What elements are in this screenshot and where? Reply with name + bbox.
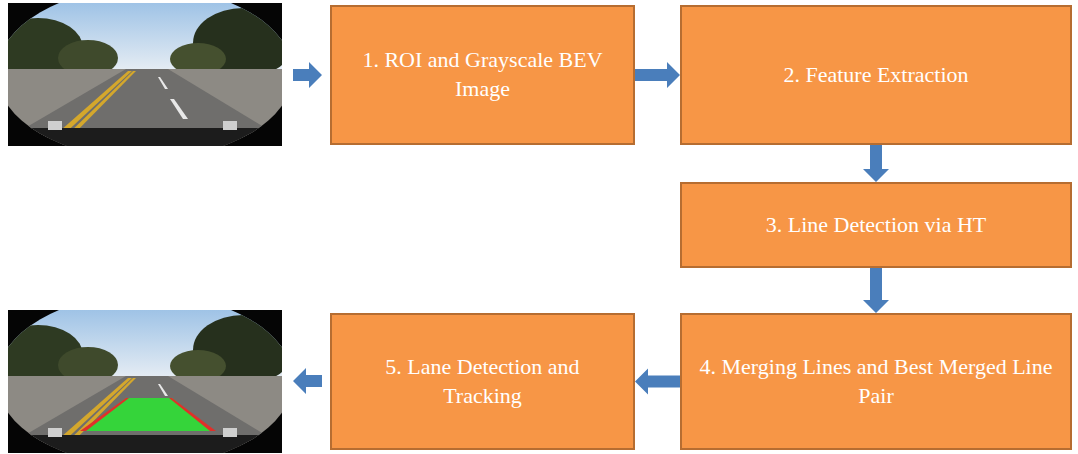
lane-overlay [82,398,214,431]
road-photo [0,3,293,149]
process-box: 4. Merging Lines and Best Merged Line Pa… [680,313,1072,450]
lane-edge [80,398,129,431]
block-arrow [863,145,889,182]
process-box: 5. Lane Detection and Tracking [330,313,635,450]
process-box: 1. ROI and Grayscale BEV Image [330,5,635,145]
block-arrow [293,62,322,88]
step-label: 5. Lane Detection and Tracking [346,353,619,410]
step-label: 1. ROI and Grayscale BEV Image [346,46,619,103]
road-photo [0,310,293,454]
block-arrow [293,368,322,394]
process-box: 3. Line Detection via HT [680,182,1072,268]
step-label: 2. Feature Extraction [783,61,968,90]
process-box: 2. Feature Extraction [680,5,1072,145]
step-label: 3. Line Detection via HT [766,211,987,240]
step-label: 4. Merging Lines and Best Merged Line Pa… [696,353,1056,410]
block-arrow [635,62,680,88]
block-arrow [635,369,680,395]
lane-edge [169,398,216,431]
block-arrow [863,268,889,313]
